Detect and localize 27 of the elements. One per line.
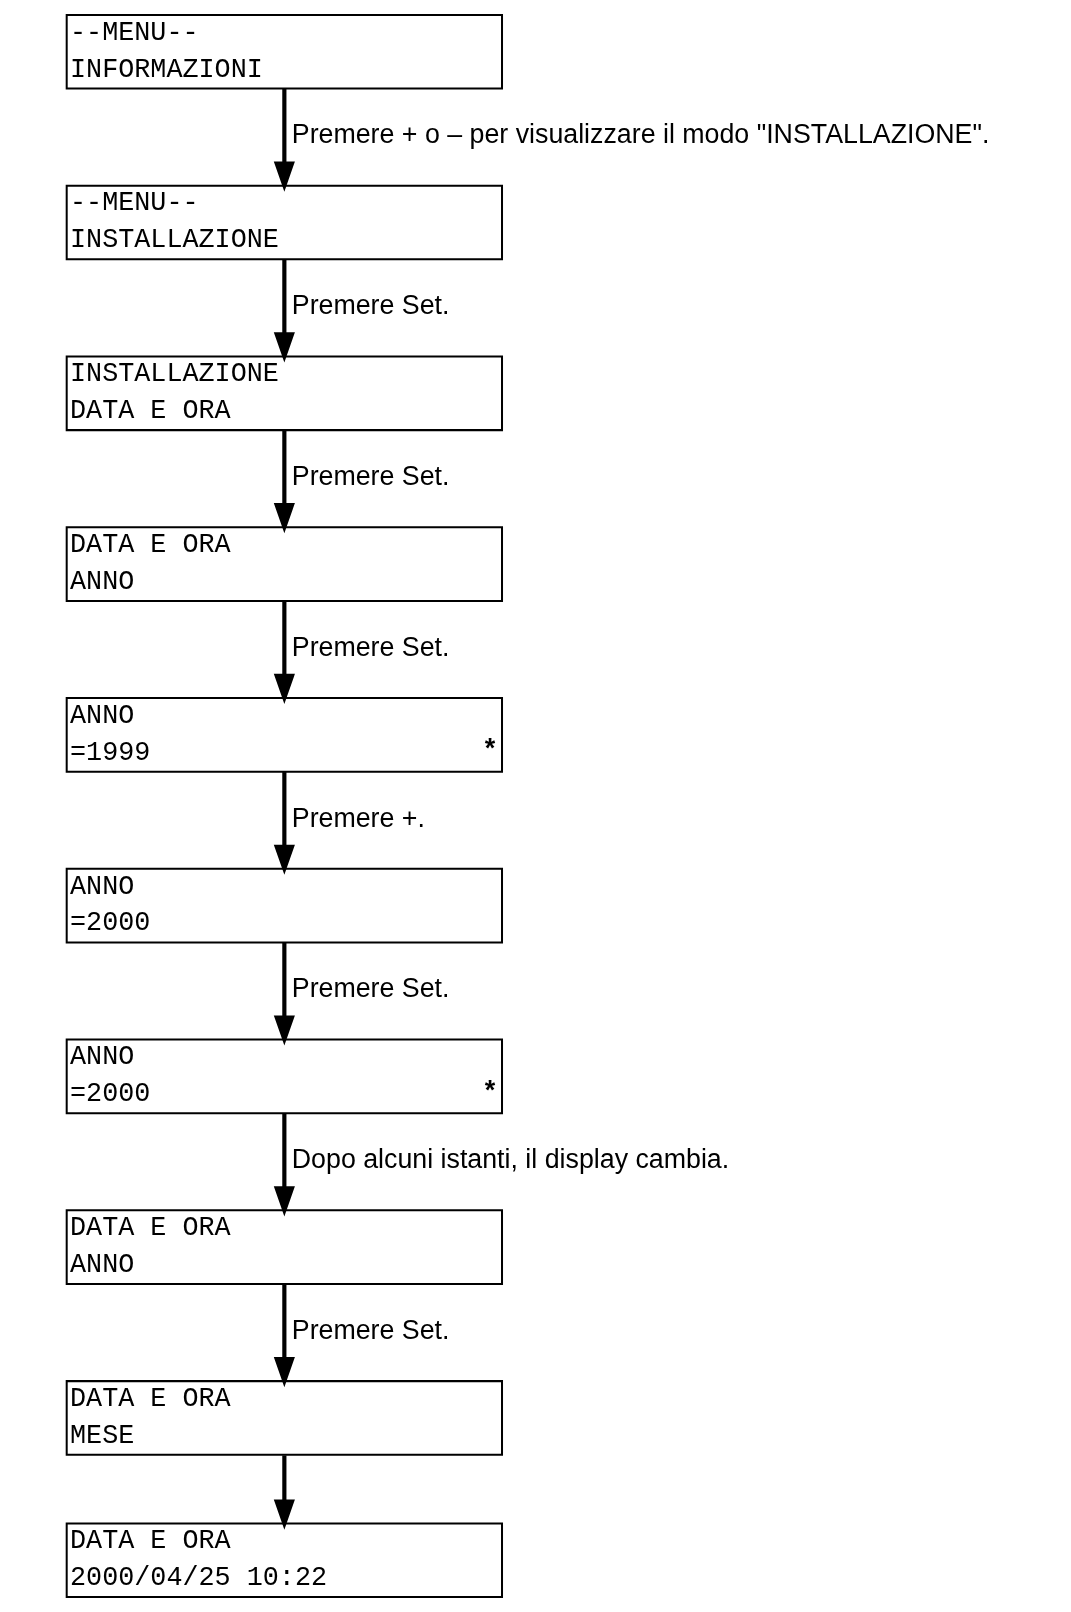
edge-label: Premere Set. xyxy=(291,631,450,662)
node-box: ANNO =2000 xyxy=(65,867,503,944)
arrow xyxy=(273,1455,295,1530)
arrow xyxy=(273,430,295,534)
node-box: DATA E ORA ANNO xyxy=(65,1209,503,1285)
edge-label: Premere Set. xyxy=(291,290,450,321)
edge-label: Premere +. xyxy=(291,802,425,833)
arrow xyxy=(273,601,295,705)
node-box: --MENU-- INFORMAZIONI xyxy=(65,13,503,90)
arrow xyxy=(273,88,295,192)
edge-label: Premere + o – per visualizzare il modo "INSTALLAZIONE". xyxy=(291,119,990,150)
node-box: ANNO =1999 * xyxy=(65,697,503,773)
node-box: DATA E ORA ANNO xyxy=(65,526,503,602)
edge-label: Premere Set. xyxy=(291,1314,450,1345)
node-box: --MENU-- INSTALLAZIONE xyxy=(65,184,503,261)
arrow xyxy=(273,1113,295,1217)
edge-label: Premere Set. xyxy=(291,461,450,492)
arrow xyxy=(273,1284,295,1388)
arrow xyxy=(273,772,295,875)
node-box: DATA E ORA 2000/04/25 10:22 xyxy=(65,1522,503,1599)
node-box: ANNO =2000 * xyxy=(65,1038,503,1115)
edge-label: Dopo alcuni istanti, il display cambia. xyxy=(291,1144,730,1175)
node-box: DATA E ORA MESE xyxy=(65,1380,503,1456)
edge-label: Premere Set. xyxy=(291,973,450,1004)
arrow xyxy=(273,942,295,1046)
node-box: INSTALLAZIONE DATA E ORA xyxy=(65,355,503,432)
arrow xyxy=(273,259,295,363)
